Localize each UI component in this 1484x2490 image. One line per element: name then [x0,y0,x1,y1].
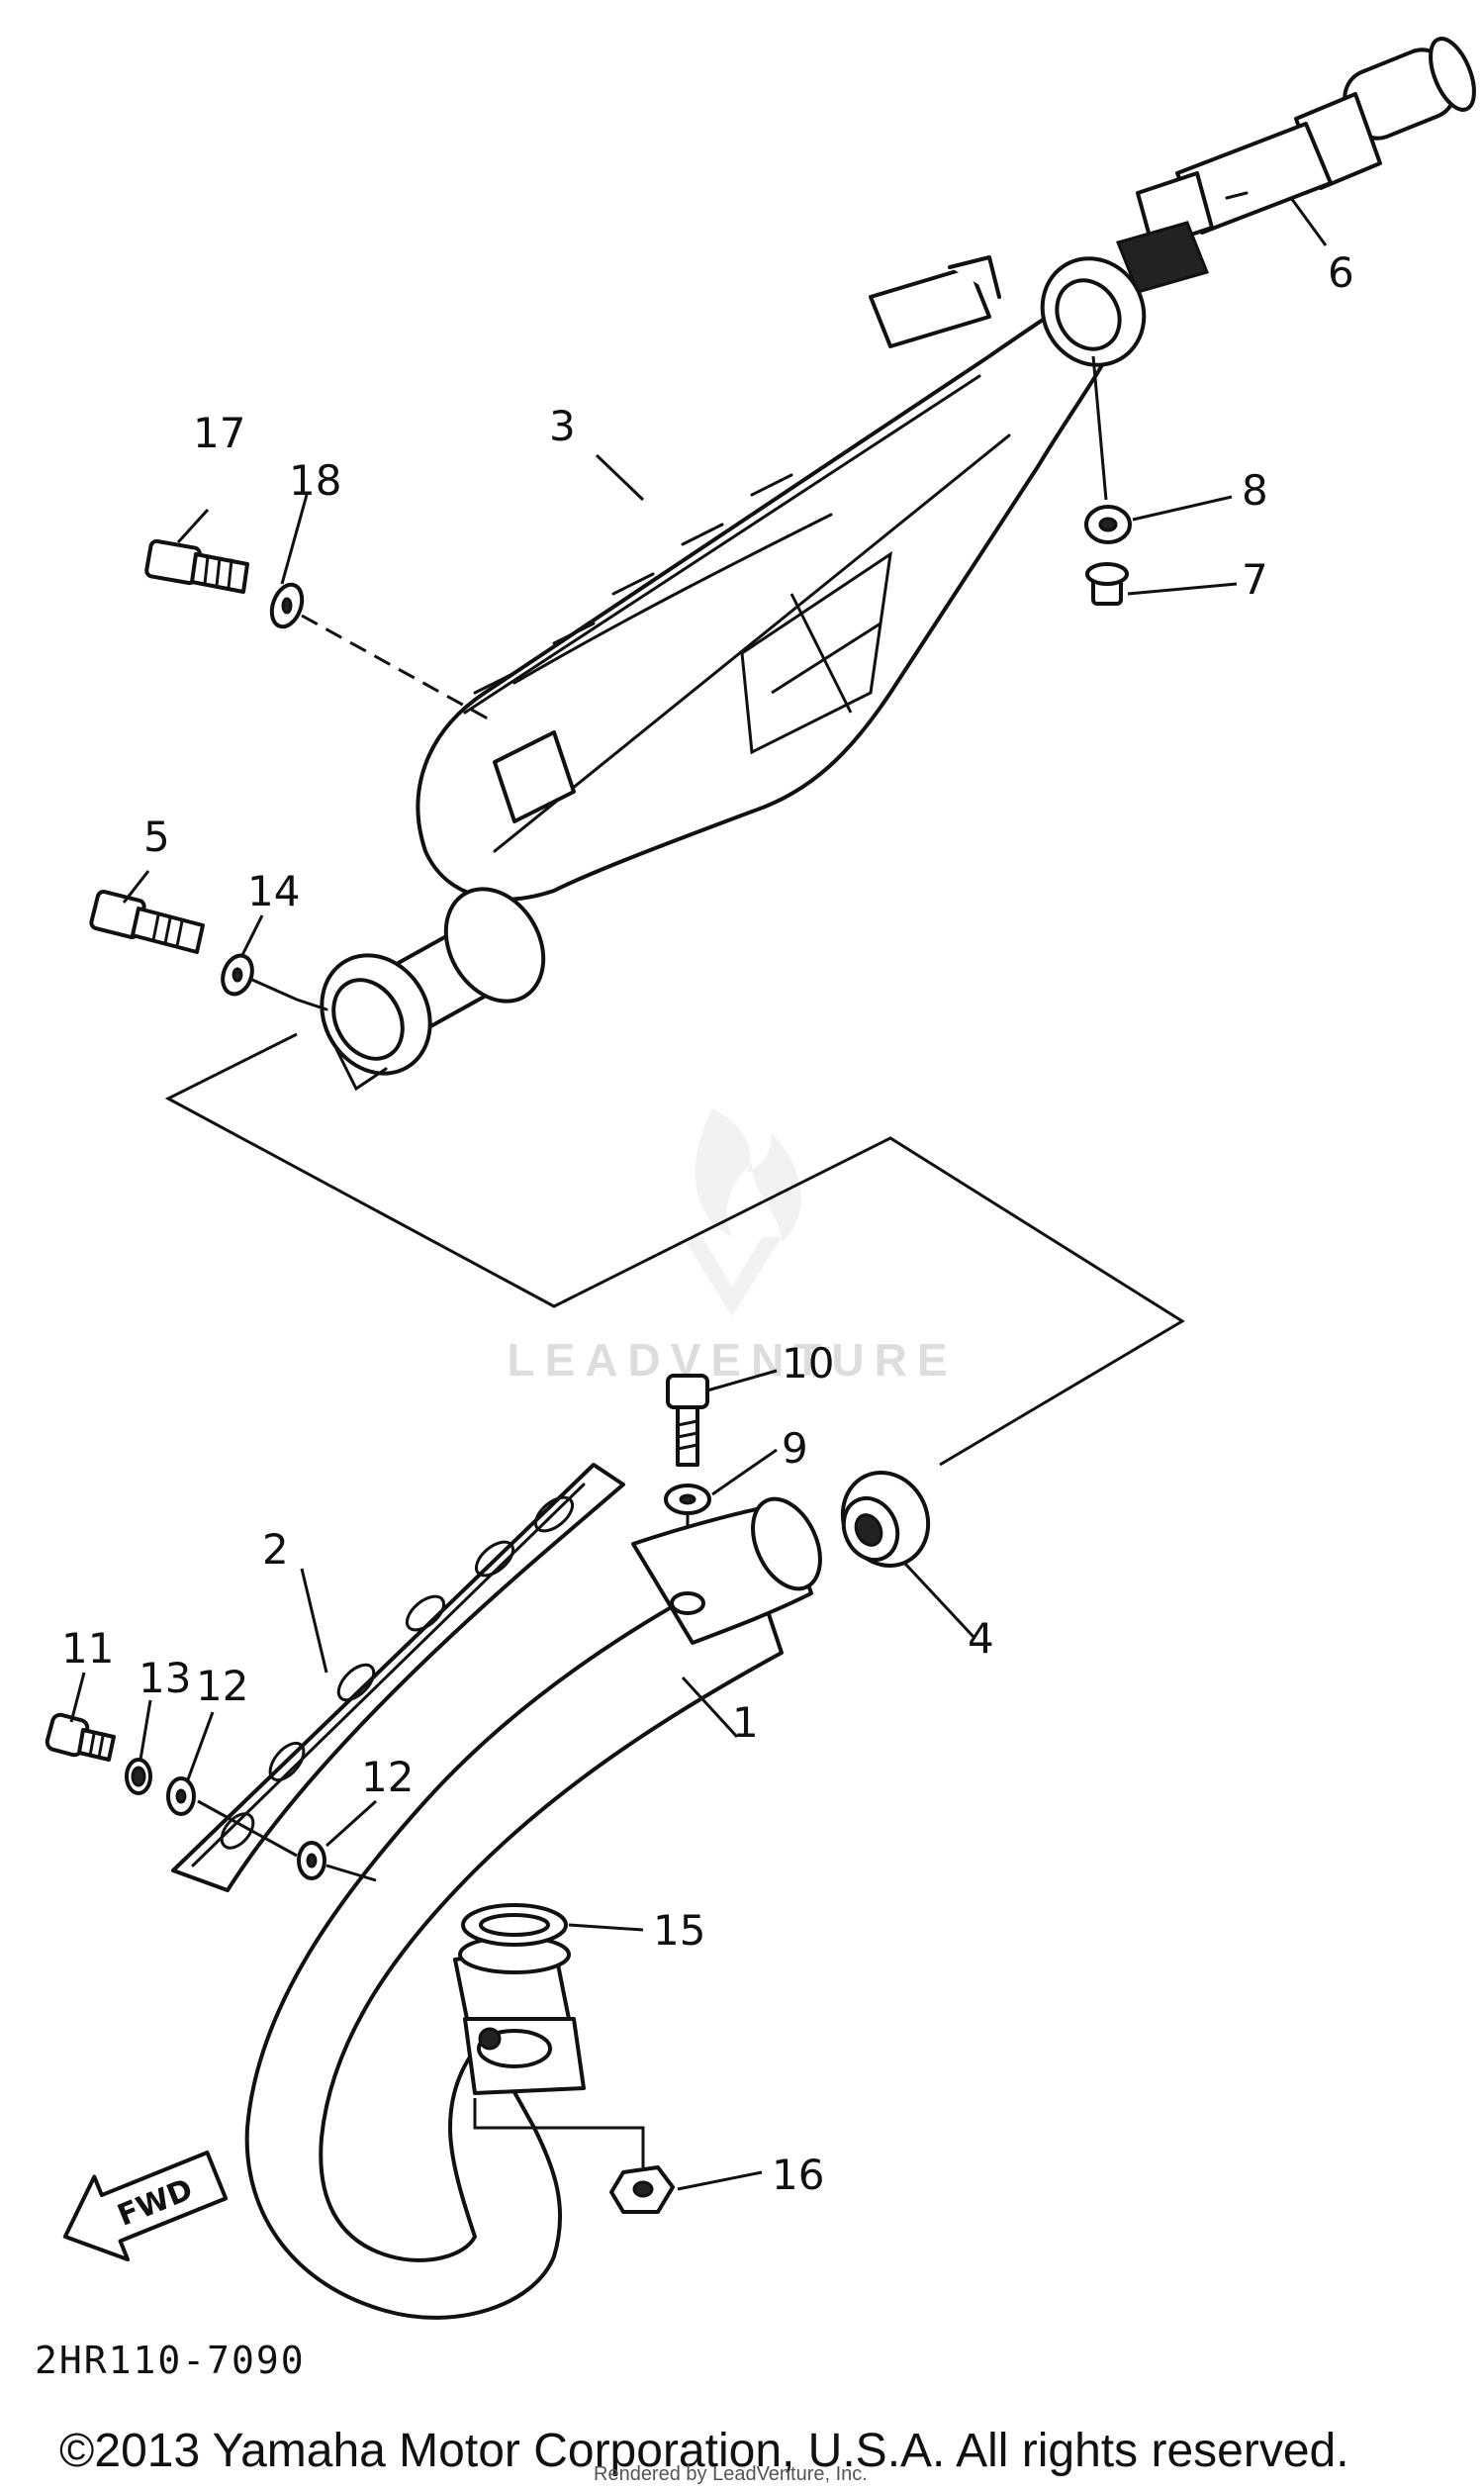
assembly-line-12 [197,1799,298,1858]
part-13-lockwasher [125,1758,152,1795]
part-12-washer-b [297,1841,326,1880]
part-5-bolt [89,890,205,954]
assembly-line-12b [325,1864,377,1882]
callout-15: 15 [653,1906,705,1955]
watermark-text: LEADVENTURE [507,1334,957,1386]
assembly-line-18 [301,614,496,724]
callout-18: 18 [289,456,341,505]
part-11-bolt [45,1712,116,1762]
part-12-washer-a [166,1776,196,1816]
callout-7: 7 [1242,555,1268,604]
part-9-washer [664,1484,711,1515]
callout-9: 9 [782,1424,808,1473]
assembly-line-main [164,1032,1185,1467]
callout-16: 16 [772,2151,824,2199]
part-17-bolt [144,538,249,594]
diagram-code: 2HR110-7090 [35,2339,306,2382]
callout-5: 5 [143,813,170,861]
callout-1: 1 [732,1698,759,1747]
callout-14: 14 [247,867,300,915]
part-6-end-cap [1115,37,1476,294]
part-2-protector [171,1463,625,1892]
part-1-header-pipe [244,1496,822,2320]
callout-12b: 12 [361,1753,414,1801]
callout-13: 13 [139,1654,191,1702]
part-16-nut [609,2165,675,2214]
copyright-text: ©2013 Yamaha Motor Corporation, U.S.A. A… [59,2425,1349,2477]
assembly-line-8 [1091,355,1108,501]
watermark-logo [683,1108,801,1316]
credit-text: Rendered by LeadVenture, Inc. [594,2463,868,2485]
part-8-nut [1084,505,1132,544]
leader-lines [69,197,1328,2191]
part-10-bolt [666,1374,709,1467]
part-7-bolt [1085,562,1129,606]
part-14-washer [221,953,254,997]
part-15-gasket [461,1903,568,1947]
callout-8: 8 [1242,466,1268,515]
callout-labels: 1 2 3 4 5 6 7 8 9 10 11 12 12 13 14 15 1… [61,248,1354,2199]
forward-arrow: FWD [62,2150,229,2261]
part-4-gasket [840,1471,931,1568]
callout-12a: 12 [196,1662,248,1710]
part-18-washer [269,582,305,629]
callout-4: 4 [968,1614,994,1663]
callout-2: 2 [262,1525,289,1574]
callout-10: 10 [782,1339,834,1388]
callout-17: 17 [193,409,245,457]
callout-11: 11 [61,1624,114,1673]
callout-6: 6 [1328,248,1354,297]
part-3-muffler [295,255,1147,1092]
callout-3: 3 [549,402,576,450]
assembly-line-14 [251,978,298,1002]
